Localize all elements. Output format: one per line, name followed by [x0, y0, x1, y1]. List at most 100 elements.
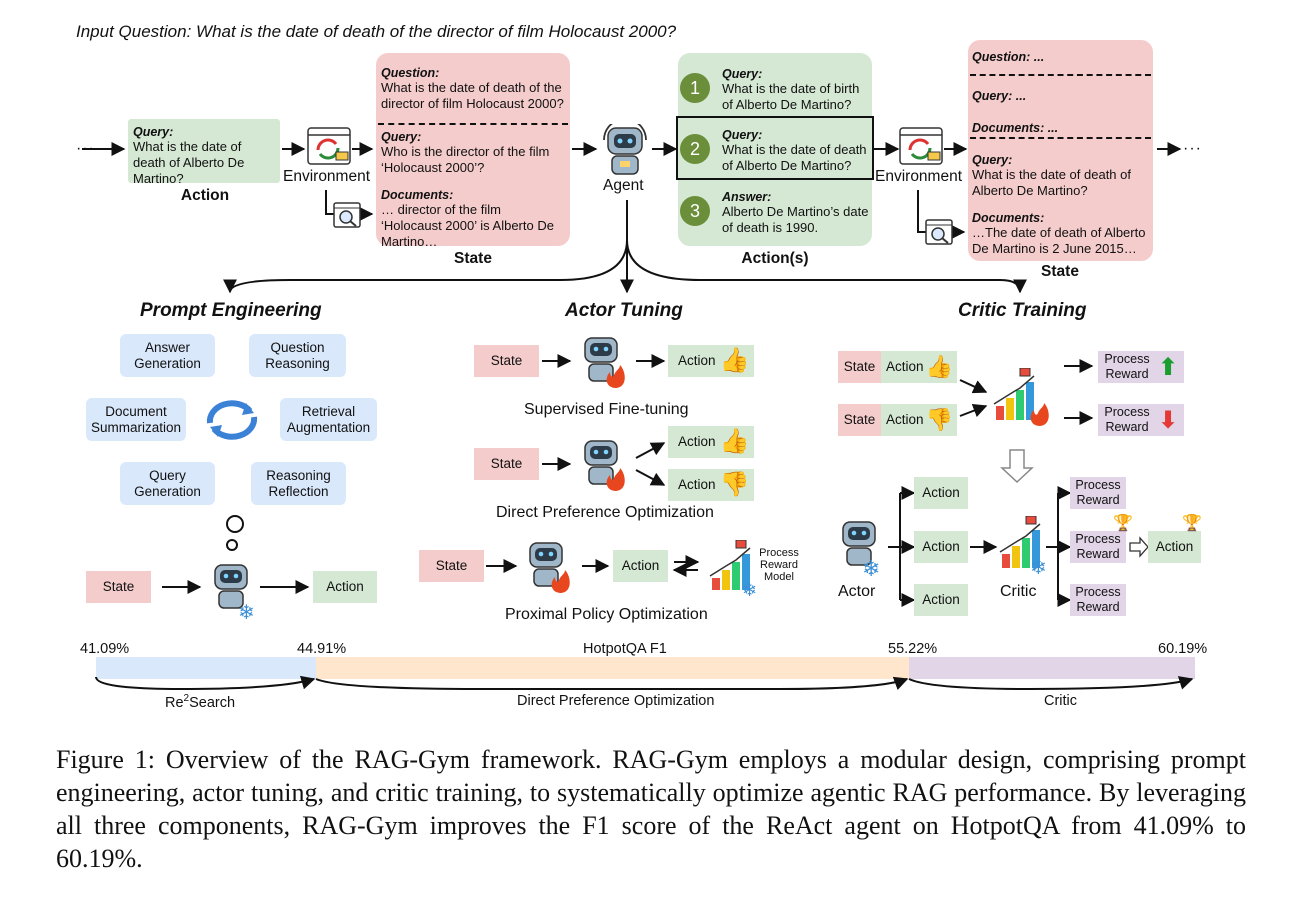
frozen-agent-icon: ❄ [214, 564, 255, 621]
critic-flows [888, 359, 1149, 607]
label-re2search: Re2Search [165, 693, 235, 711]
state2-docs1-label: Documents: ... [972, 121, 1059, 135]
environment-label-2: Environment [875, 168, 963, 185]
critic-row1-action: Action 👍 [881, 351, 957, 383]
action-num-1: 1 [680, 73, 710, 103]
sft-action: Action 👍 [668, 345, 754, 377]
state2-docs-label: Documents: [972, 211, 1045, 225]
dpo-action1-label: Action [678, 434, 716, 449]
trophy-icon: 🏆 [1113, 515, 1133, 532]
ppo-action: Action [613, 550, 668, 582]
state2-caption: State [1041, 263, 1079, 280]
dpo-action-preferred: Action 👍 [668, 426, 754, 458]
ppo-state: State [419, 550, 484, 582]
agent-robot-icon [603, 124, 647, 175]
search-doc-icon-2 [925, 219, 953, 245]
tag-answer-generation: Answer Generation [120, 334, 215, 377]
selected-action-frame [676, 116, 874, 180]
candidate-reward-2: Process Reward [1070, 531, 1126, 563]
tag-retrieval-augmentation: Retrieval Augmentation [280, 398, 377, 441]
tag-document-summarization: Document Summarization [86, 398, 186, 441]
divider [970, 74, 1151, 76]
state-docs-text: … director of the film ‘Holocaust 2000’ … [381, 202, 554, 249]
state-question-label: Question: [381, 66, 440, 80]
critic-row2-action-label: Action [886, 412, 924, 427]
arrow-up-icon: ⬆ [1158, 353, 1179, 381]
cycle-icon [206, 400, 258, 440]
candidate-action-2: Action [914, 531, 968, 563]
re2search-prefix: Re [165, 694, 184, 711]
state-box: Question: What is the date of death of t… [376, 53, 570, 249]
thumbs-down-icon: 👎 [719, 471, 750, 498]
action-option-2-label: Query: [722, 128, 763, 142]
frozen-actor-icon: ❄ [842, 521, 880, 578]
candidate-reward-1: Process Reward [1070, 477, 1126, 509]
action-option-3: Answer: Alberto De Martino’s date of dea… [722, 190, 872, 236]
state-query-text: Who is the director of the film ‘Holocau… [381, 144, 550, 175]
action-option-2: Query: What is the date of death of Albe… [722, 128, 872, 174]
state2-question-label: Question: ... [972, 50, 1045, 64]
dpo-action-rejected: Action 👎 [668, 469, 754, 501]
re2search-sup: 2 [183, 693, 190, 704]
action-box: Query: What is the date of death of Albe… [128, 119, 280, 186]
sft-state: State [474, 345, 539, 377]
label-critic: Critic [1044, 693, 1078, 709]
dpo-agent-icon [584, 440, 625, 491]
critic-label: Critic [1000, 583, 1037, 600]
action-option-1: Query: What is the date of birth of Albe… [722, 67, 872, 113]
section-prompt-engineering: Prompt Engineering [140, 300, 322, 321]
thumbs-up-icon: 👍 [719, 347, 750, 374]
state-caption: State [454, 250, 492, 267]
input-question: Input Question: What is the date of deat… [76, 22, 677, 41]
environment-label: Environment [283, 168, 371, 185]
re2search-suffix: Search [189, 694, 236, 711]
action-num-2: 2 [680, 134, 710, 164]
svg-text:❄: ❄ [1030, 557, 1047, 576]
candidate-action-3: Action [914, 584, 968, 616]
thought-bubble-icon [226, 515, 244, 551]
state-box-2: Question: ... Query: ... Documents: ... … [968, 40, 1153, 261]
svg-text:❄: ❄ [742, 580, 757, 598]
tag-query-generation: Query Generation [120, 462, 215, 505]
sft-agent-icon [584, 337, 625, 388]
ellipsis-left: ··· [76, 140, 95, 157]
tag-reasoning-reflection: Reasoning Reflection [251, 462, 346, 505]
ppo-agent-icon [529, 542, 570, 593]
prompt-flow [162, 580, 310, 594]
sft-action-label: Action [678, 353, 716, 368]
ellipsis-right: ··· [1183, 140, 1202, 157]
state-docs-label: Documents: [381, 188, 454, 202]
pct-dpo: 55.22% [888, 641, 938, 657]
pct-re2search: 44.91% [297, 641, 347, 657]
dpo-action2-label: Action [678, 477, 716, 492]
critic-row1-reward-label: Process Reward [1104, 352, 1150, 381]
actions-caption: Action(s) [741, 250, 809, 267]
arrow-agent-critic [626, 239, 1027, 294]
figure-caption: Figure 1: Overview of the RAG-Gym framew… [56, 745, 1246, 873]
section-actor-tuning: Actor Tuning [565, 300, 683, 321]
segment-dpo [316, 657, 909, 679]
arrow-agent-prompt [223, 239, 628, 294]
ppo-caption: Proximal Policy Optimization [505, 606, 708, 623]
state2-query-label: Query: [972, 153, 1013, 167]
trophy-icon: 🏆 [1182, 515, 1202, 532]
environment-icon [307, 127, 351, 165]
state2-query1-label: Query: ... [972, 89, 1027, 103]
state-query-label: Query: [381, 130, 422, 144]
thumbs-down-icon: 👎 [925, 407, 953, 432]
pct-start: 41.09% [80, 641, 130, 657]
segment-re2search [96, 657, 316, 679]
section-critic-training: Critic Training [958, 300, 1087, 321]
thumbs-up-icon: 👍 [719, 428, 750, 455]
critic-row2-reward: Process Reward ⬇ [1098, 404, 1184, 436]
environment-icon-2 [899, 127, 943, 165]
state-question-text: What is the date of death of the directo… [381, 80, 564, 111]
pct-critic: 60.19% [1158, 641, 1208, 657]
dpo-caption: Direct Preference Optimization [496, 504, 714, 521]
critic-row2-state: State [838, 404, 881, 436]
reward-model-icon: ❄ [709, 540, 757, 598]
critic-row1-reward: Process Reward ⬆ [1098, 351, 1184, 383]
prompt-action: Action [313, 571, 377, 603]
candidate-reward-3: Process Reward [1070, 584, 1126, 616]
